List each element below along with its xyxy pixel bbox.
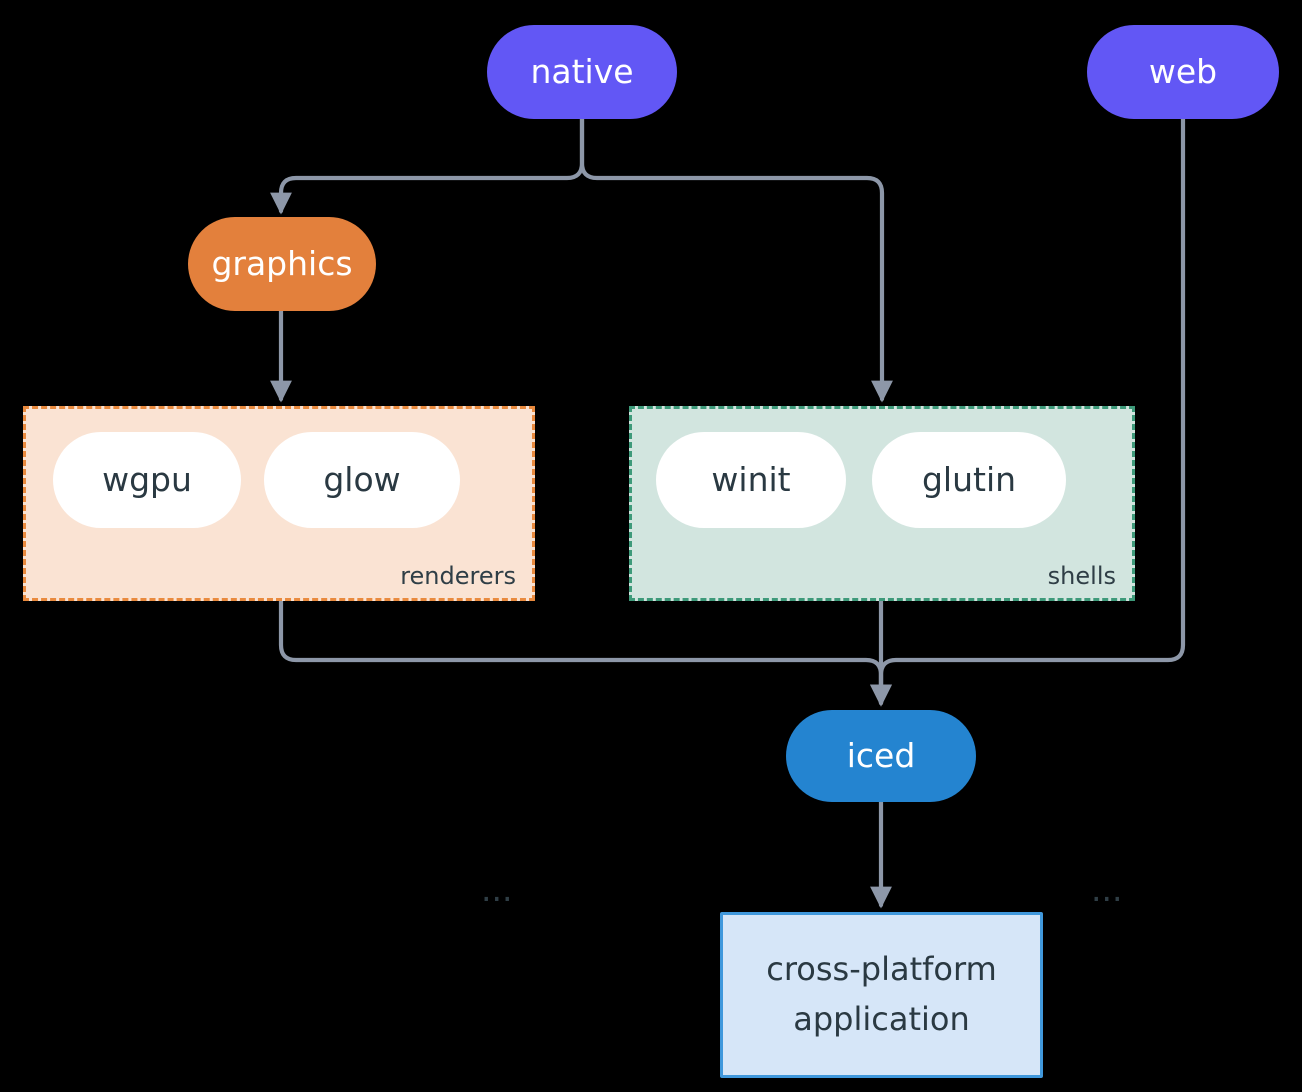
shells-ellipsis: ... [1091, 870, 1123, 909]
node-graphics-label: graphics [211, 243, 353, 283]
node-glow-label: glow [323, 459, 401, 499]
node-glow[interactable]: glow [264, 432, 460, 528]
node-application-label: cross-platform application [766, 945, 996, 1044]
node-native[interactable]: native [487, 25, 677, 119]
edge-native-to-graphics [270, 116, 585, 215]
node-graphics[interactable]: graphics [188, 217, 376, 311]
node-web[interactable]: web [1087, 25, 1279, 119]
node-wgpu[interactable]: wgpu [53, 432, 241, 528]
group-renderers[interactable]: wgpu glow ... renderers [23, 406, 535, 906]
group-shells[interactable]: winit glutin ... shells [629, 406, 1135, 906]
node-wgpu-label: wgpu [102, 459, 192, 499]
node-winit-label: winit [711, 459, 791, 499]
edge-renderers-to-iced [278, 598, 892, 707]
node-application-label-line2: application [793, 1000, 970, 1038]
group-shells-label: shells [1047, 562, 1116, 590]
node-web-label: web [1148, 51, 1218, 91]
group-renderers-label: renderers [400, 562, 516, 590]
node-iced[interactable]: iced [786, 710, 976, 802]
node-winit[interactable]: winit [656, 432, 846, 528]
node-native-label: native [530, 51, 634, 91]
node-application-label-line1: cross-platform [766, 950, 997, 989]
node-glutin-label: glutin [921, 459, 1017, 499]
edge-native-to-shells [579, 116, 893, 403]
node-glutin[interactable]: glutin [872, 432, 1066, 528]
renderers-ellipsis: ... [481, 870, 513, 909]
node-cross-platform-application[interactable]: cross-platform application [720, 912, 1043, 1078]
node-iced-label: iced [846, 735, 916, 775]
